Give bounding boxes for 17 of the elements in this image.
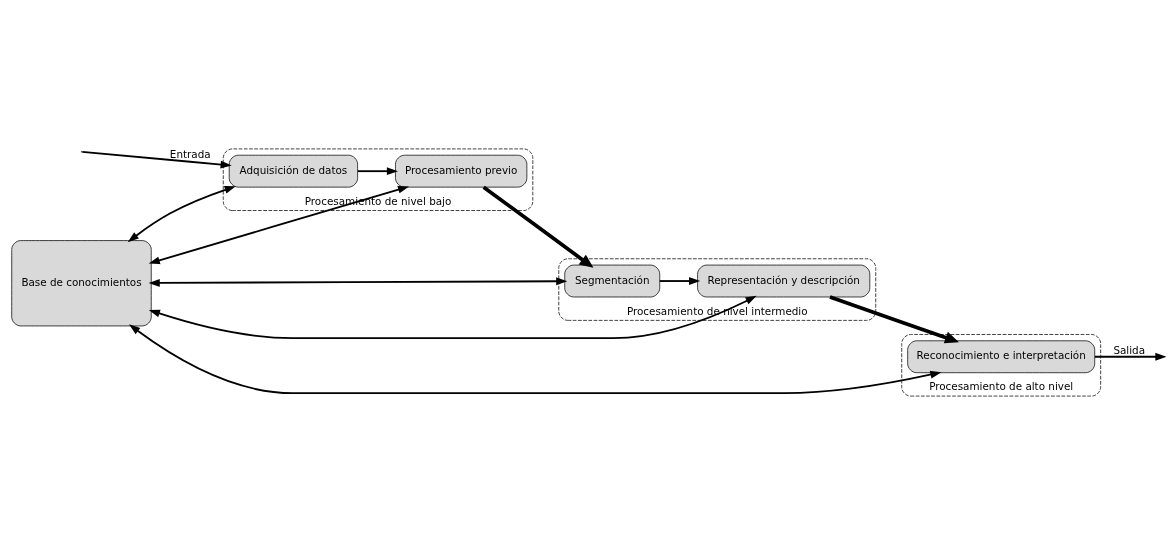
edge-label: Salida [1113, 343, 1146, 356]
arrow [129, 323, 942, 394]
node-box: Base de conocimientos [11, 239, 152, 326]
arrow [148, 295, 757, 339]
arrow [81, 150, 232, 168]
node-box: Representación y descripción [697, 264, 871, 297]
arrow [658, 276, 701, 285]
node-box: Segmentación [564, 264, 661, 297]
arrow [148, 185, 410, 264]
arrow [127, 185, 236, 242]
arrow [148, 276, 568, 287]
edge-label: Entrada [169, 147, 211, 160]
arrow [482, 185, 594, 268]
node-box: Adquisición de datos [228, 154, 358, 187]
arrow [356, 166, 399, 175]
node-box: Procesamiento previo [395, 154, 528, 187]
node-box: Reconocimiento e interpretación [907, 339, 1096, 373]
